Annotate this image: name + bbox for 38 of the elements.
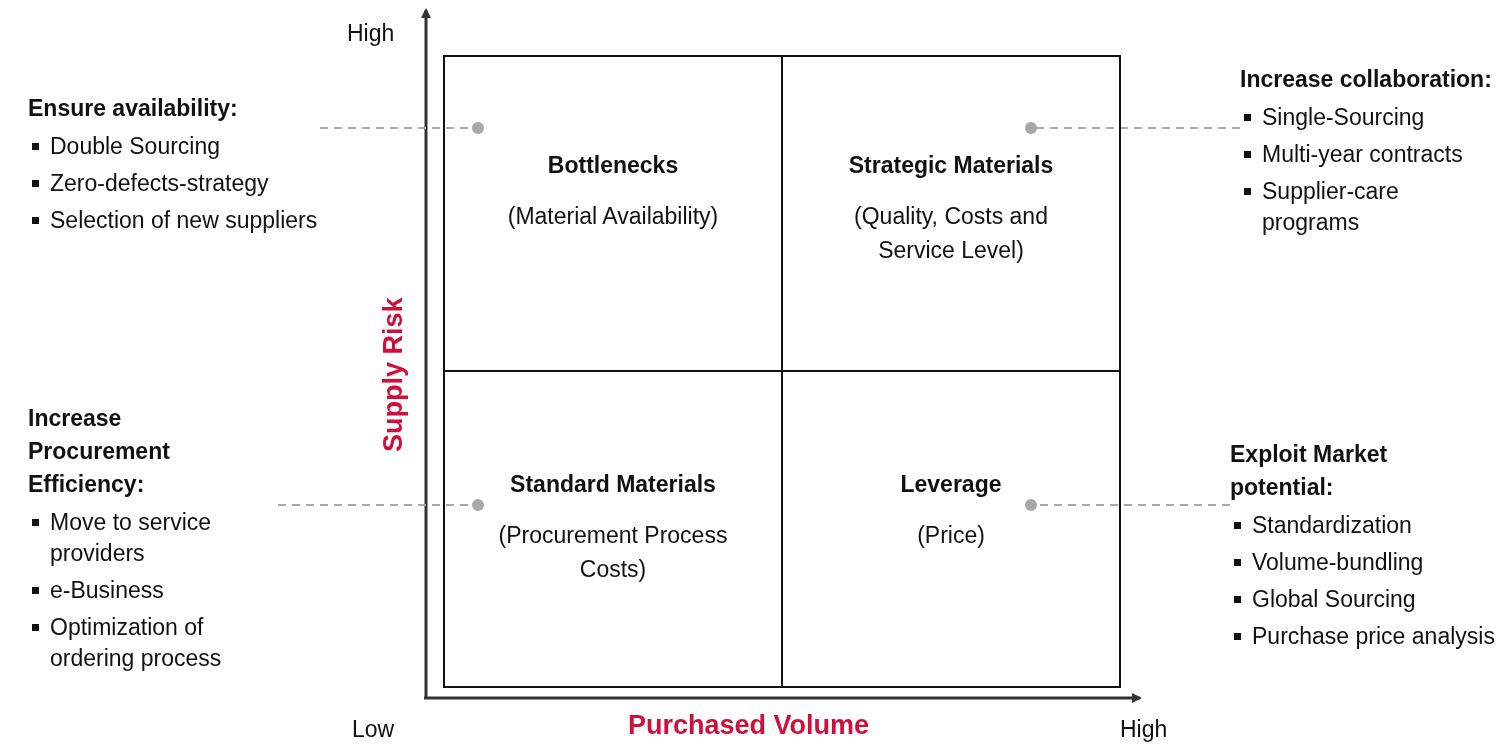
bullet-item: e-Business — [28, 575, 278, 606]
quadrant-cell — [443, 55, 783, 372]
quadrant-cell — [781, 55, 1121, 372]
quadrant-title: Standard Materials — [509, 470, 717, 499]
bullet-item: Purchase price analysis — [1230, 621, 1500, 652]
bullet-item: Standardization — [1230, 510, 1500, 541]
marker-dot — [1025, 122, 1037, 134]
quadrant-title: Bottlenecks — [546, 151, 680, 180]
marker-dot — [472, 122, 484, 134]
axis-tick-label: High — [347, 20, 395, 47]
quadrant-subtitle: (Procurement Process Costs) — [497, 521, 729, 584]
axis-tick-label: Low — [352, 716, 395, 743]
strategy-heading: Ensure availability: — [28, 94, 239, 123]
bullet-item: Zero-defects-strategy — [28, 168, 320, 199]
quadrant-subtitle: (Quality, Costs and Service Level) — [853, 202, 1049, 265]
bullet-item: Volume-bundling — [1230, 547, 1500, 578]
leader-line — [1036, 127, 1241, 129]
quadrant-title: Strategic Materials — [847, 151, 1055, 180]
quadrant-title: Leverage — [899, 470, 1003, 499]
bullet-item: Multi-year contracts — [1240, 139, 1502, 170]
strategy-heading: Increase Procurement Efficiency: — [28, 404, 171, 499]
quadrant-cell — [443, 370, 783, 688]
bullet-item: Double Sourcing — [28, 131, 320, 162]
bullet-item: Optimization of ordering process — [28, 612, 278, 674]
bullet-item: Supplier-care programs — [1240, 176, 1502, 238]
axis-title: Purchased Volume — [628, 710, 870, 741]
quadrant-subtitle: (Material Availability) — [506, 202, 720, 231]
axis-title: Supply Risk — [378, 297, 409, 452]
strategy-heading: Increase collaboration: — [1240, 65, 1493, 94]
strategy-heading: Exploit Market potential: — [1230, 440, 1389, 502]
axis-tick-label: High — [1120, 716, 1168, 743]
bullet-item: Selection of new suppliers — [28, 205, 320, 236]
quadrant-subtitle: (Price) — [916, 521, 986, 550]
marker-dot — [472, 499, 484, 511]
bullet-item: Single-Sourcing — [1240, 102, 1502, 133]
bullet-item: Global Sourcing — [1230, 584, 1500, 615]
marker-dot — [1025, 499, 1037, 511]
quadrant-cell — [781, 370, 1121, 688]
